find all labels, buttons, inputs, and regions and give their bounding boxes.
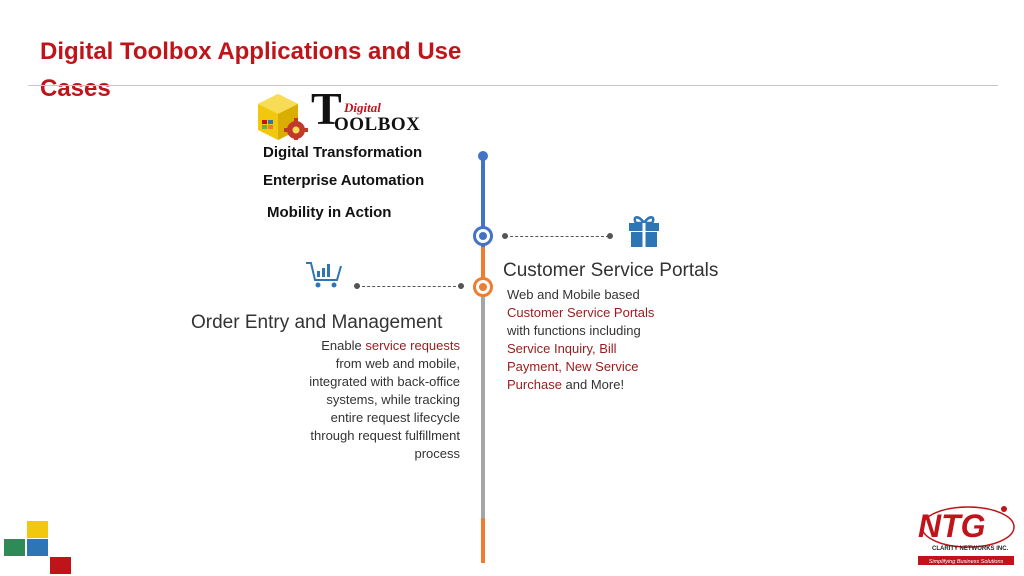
tagline-mobility: Mobility in Action <box>267 204 392 221</box>
timeline-segment-gray <box>481 295 485 520</box>
connector-left-start-dot <box>354 283 360 289</box>
text-part: from web and mobile, integrated with bac… <box>309 356 460 461</box>
connector-right-start-dot <box>502 233 508 239</box>
timeline-segment-orange <box>481 247 485 295</box>
logo-big-letter: T <box>311 83 342 134</box>
tagline-digital-transformation: Digital Transformation <box>263 144 423 161</box>
timeline-start-dot <box>478 151 488 161</box>
timeline-node-orange <box>473 277 493 297</box>
title-divider <box>28 85 998 86</box>
shopping-cart-icon <box>306 262 342 288</box>
logo-word: OOLBOX <box>334 114 421 135</box>
ntg-slogan: Simplifying Business Solutions <box>929 559 1004 565</box>
ntg-letters: NTG <box>918 508 986 544</box>
text-part-highlight: service requests <box>365 338 460 353</box>
timeline-segment-blue <box>481 157 485 247</box>
text-part-highlight: Customer Service Portals <box>507 305 655 320</box>
customer-service-portals-text: Web and Mobile based Customer Service Po… <box>507 286 657 394</box>
ntg-logo-mark: NTG CLARITY NETWORKS INC. Simplifying Bu… <box>918 506 1015 565</box>
digital-toolbox-logo: T Digital OOLBOX <box>256 83 436 140</box>
text-part-highlight: Service Inquiry, Bill Payment, New Servi… <box>507 341 639 392</box>
text-part: and More! <box>561 377 625 392</box>
connector-right-end-dot <box>607 233 613 239</box>
text-part: with functions including <box>507 323 641 338</box>
gift-icon <box>629 216 659 247</box>
text-part: Web and Mobile based <box>507 287 640 302</box>
text-part: Enable <box>321 338 366 353</box>
order-entry-text: Enable service requests from web and mob… <box>300 337 460 463</box>
order-entry-heading: Order Entry and Management <box>191 312 443 333</box>
customer-service-portals-heading: Customer Service Portals <box>503 260 719 281</box>
timeline-segment-orange-bottom <box>481 518 485 563</box>
toolbox-cube-icon <box>258 94 308 140</box>
ntg-logo: NTG CLARITY NETWORKS INC. Simplifying Bu… <box>914 503 1018 569</box>
decorative-squares <box>0 518 80 576</box>
logo-script-word: Digital <box>344 100 381 115</box>
timeline-node-blue <box>473 226 493 246</box>
connector-right <box>505 236 609 237</box>
page-title: Digital Toolbox Applications and Use Cas… <box>40 38 462 102</box>
connector-left <box>357 286 461 287</box>
ntg-company: CLARITY NETWORKS INC. <box>932 546 1009 552</box>
connector-left-end-dot <box>458 283 464 289</box>
tagline-enterprise-automation: Enterprise Automation <box>263 172 425 189</box>
